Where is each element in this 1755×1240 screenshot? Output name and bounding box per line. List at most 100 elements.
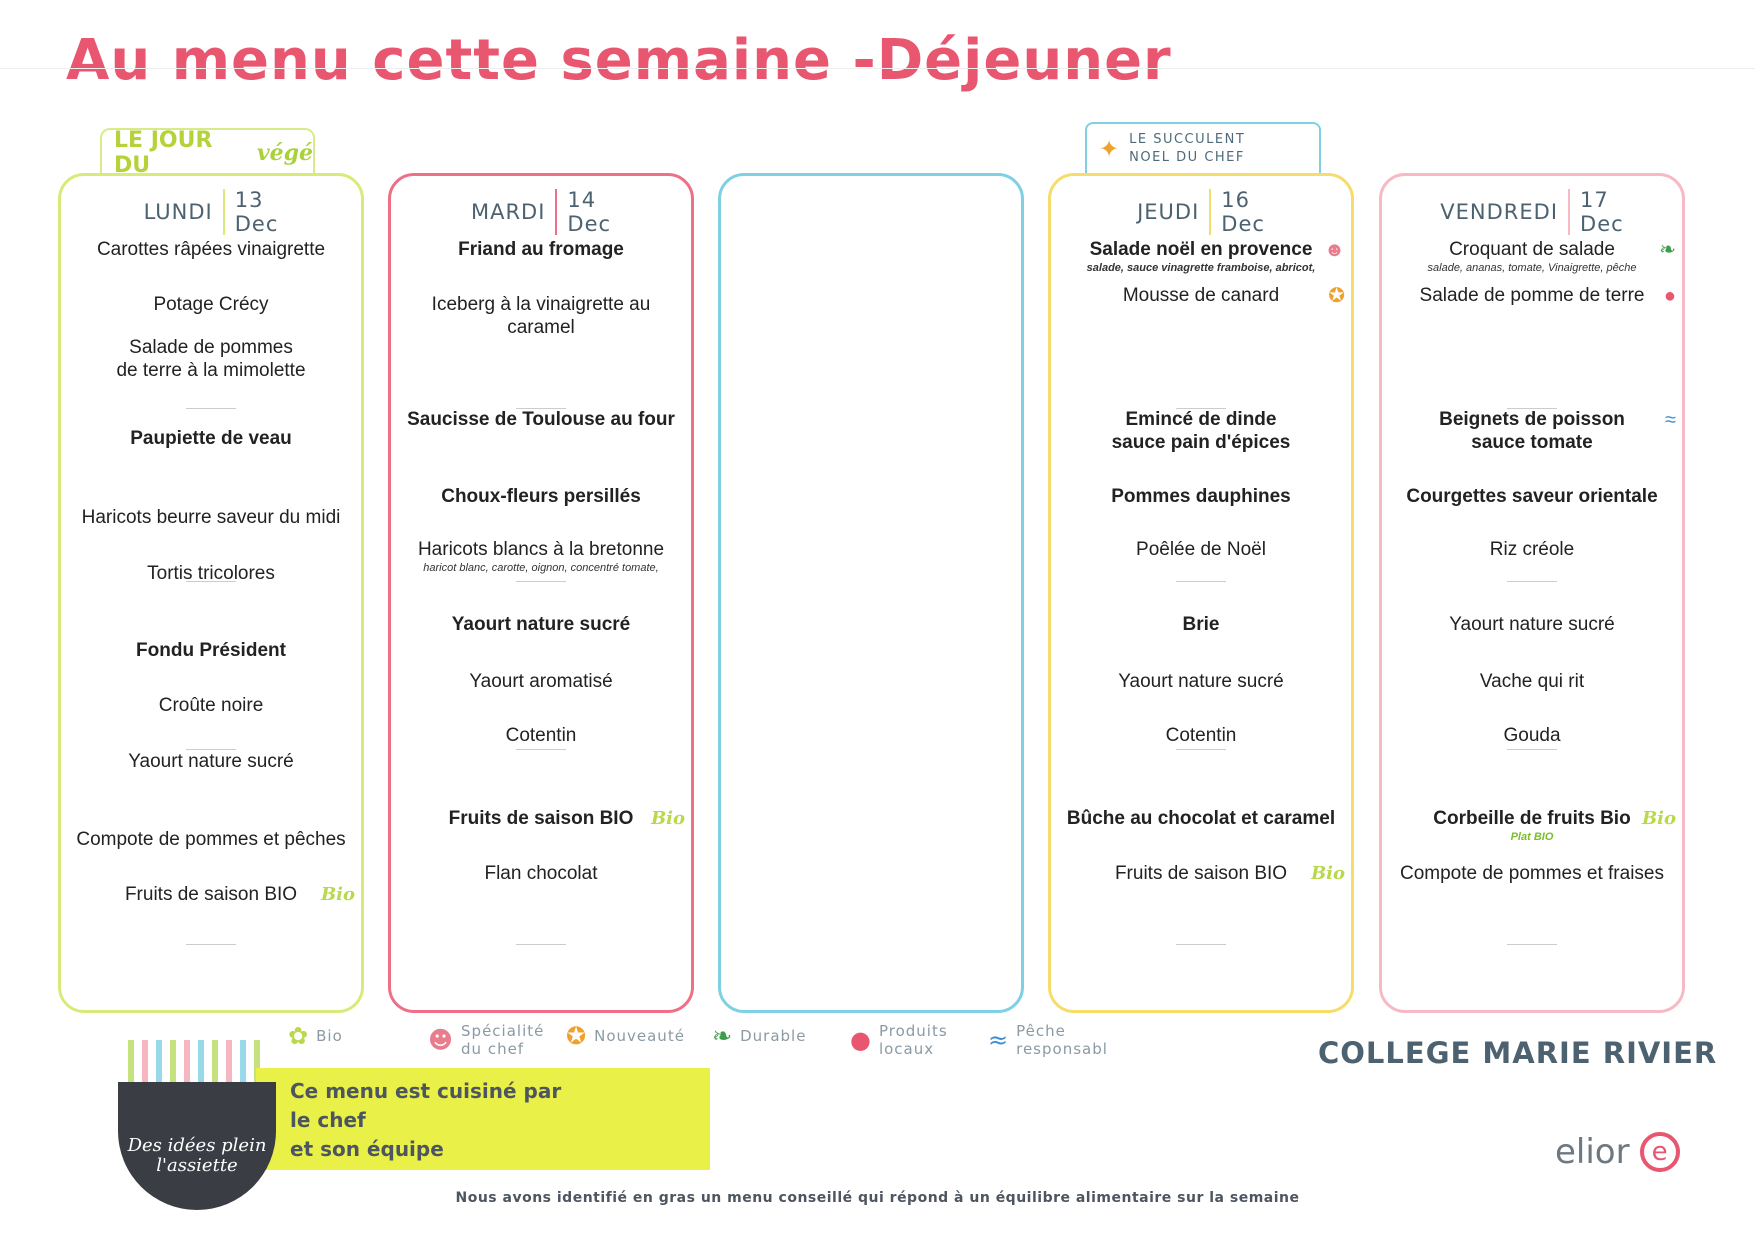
course-divider <box>186 581 236 582</box>
menu-item: Salade de pomme de terre <box>1419 285 1645 306</box>
elior-e-icon: e <box>1639 1132 1680 1172</box>
menu-item-detail: salade, ananas, tomate, Vinaigrette, pêc… <box>1427 262 1637 274</box>
menu-item: Mousse de canard <box>1122 285 1280 306</box>
chef-hat-icon: ☻ <box>1323 239 1345 261</box>
menu-item: Tortis tricolores <box>147 563 275 584</box>
animation-text: LE SUCCULENT NOEL DU CHEF <box>1129 132 1246 165</box>
course-divider <box>1176 749 1226 750</box>
course-divider <box>516 749 566 750</box>
star-badge-icon: ✪ <box>1328 285 1345 307</box>
menu-item: Poêlée de Noël <box>1136 539 1266 560</box>
day-separator <box>222 189 225 235</box>
menu-item: Vache qui rit <box>1479 671 1585 692</box>
course-divider <box>1507 408 1557 409</box>
elior-logo: elior e <box>1555 1132 1680 1172</box>
menu-item: Compote de pommes et fraises <box>1399 863 1664 884</box>
utensils-icon <box>128 1040 268 1086</box>
location-pin-icon: ● <box>850 1026 871 1054</box>
menu-item: Pommes dauphines <box>1111 486 1291 507</box>
course-divider <box>1176 581 1226 582</box>
footnote: Nous avons identifié en gras un menu con… <box>455 1190 1300 1206</box>
menu-item: Compote de pommes et pêches <box>76 829 346 850</box>
menu-item: Yaourt nature sucré <box>1118 671 1284 692</box>
bio-icon: Bio <box>650 808 685 829</box>
header-divider <box>0 68 1755 69</box>
day-name: JEUDI <box>1137 200 1200 224</box>
course-divider <box>186 749 236 750</box>
menu-item: Cotentin <box>505 725 577 746</box>
location-pin-icon: ● <box>1663 285 1676 307</box>
chef-note: Ce menu est cuisiné par le chef et son é… <box>290 1079 562 1161</box>
menu-item: Brie <box>1182 614 1220 635</box>
animation-icon: ✦ <box>1099 135 1120 163</box>
menu-item-detail: Plat BIO <box>1510 831 1554 843</box>
menu-item: Riz créole <box>1489 539 1575 560</box>
menu-item: Yaourt nature sucré <box>451 614 631 635</box>
course-divider <box>1176 408 1226 409</box>
menu-item-detail: salade, sauce vinagrette framboise, abri… <box>1086 262 1316 274</box>
menu-item: Carottes râpées vinaigrette <box>96 239 326 260</box>
menu-item: Friand au fromage <box>458 239 624 260</box>
course-divider <box>1507 581 1557 582</box>
menu-item: Saucisse de Toulouse au four <box>407 409 675 430</box>
day-name: VENDREDI <box>1440 200 1559 224</box>
menu-item: Gouda <box>1503 725 1561 746</box>
menu-item: Fruits de saison BIO <box>124 884 298 905</box>
menu-item: Flan chocolat <box>484 863 598 884</box>
menu-item: Yaourt nature sucré <box>128 751 294 772</box>
veg-day-badge: LE JOUR DU végé <box>100 128 315 178</box>
course-divider <box>516 944 566 945</box>
menu-item: Fruits de saison BIO <box>448 808 634 829</box>
legend-item: ❧Durable <box>712 1022 806 1050</box>
veg-leaf-icon: végé <box>256 140 313 166</box>
course-divider <box>516 408 566 409</box>
course-divider <box>1507 749 1557 750</box>
menu-item: Fondu Président <box>136 640 286 661</box>
menu-item: Haricots beurre saveur du midi <box>81 507 341 528</box>
menu-item: Fruits de saison BIO <box>1114 863 1288 884</box>
school-name: COLLEGE MARIE RIVIER <box>1318 1036 1718 1070</box>
legend-item: ✿Bio <box>288 1022 343 1050</box>
star-badge-icon: ✪ <box>566 1022 587 1050</box>
fish-icon: ≈ <box>988 1026 1009 1054</box>
course-divider <box>1176 944 1226 945</box>
animation-badge: ✦ LE SUCCULENT NOEL DU CHEF <box>1085 122 1321 176</box>
page-title: Au menu cette semaine -Déjeuner <box>66 28 1172 93</box>
menu-item: Courgettes saveur orientale <box>1406 486 1658 507</box>
day-column-mercredi-empty <box>718 173 1024 1013</box>
course-divider <box>516 581 566 582</box>
menu-item: Yaourt aromatisé <box>469 671 613 692</box>
course-divider <box>1507 944 1557 945</box>
menu-item-detail: haricot blanc, carotte, oignon, concentr… <box>423 562 659 574</box>
leaf-icon: ❧ <box>712 1022 733 1050</box>
menu-item: Cotentin <box>1165 725 1237 746</box>
veg-day-text: LE JOUR DU <box>114 128 213 178</box>
chef-hat-icon: ☻ <box>428 1026 454 1054</box>
day-name: LUNDI <box>143 200 213 224</box>
day-name: MARDI <box>470 200 546 224</box>
menu-item: Yaourt nature sucré <box>1449 614 1615 635</box>
menu-item: Choux-fleurs persillés <box>441 486 641 507</box>
day-separator <box>1568 189 1571 235</box>
bio-icon: Bio <box>320 884 355 905</box>
legend-label: Nouveauté <box>594 1027 685 1045</box>
